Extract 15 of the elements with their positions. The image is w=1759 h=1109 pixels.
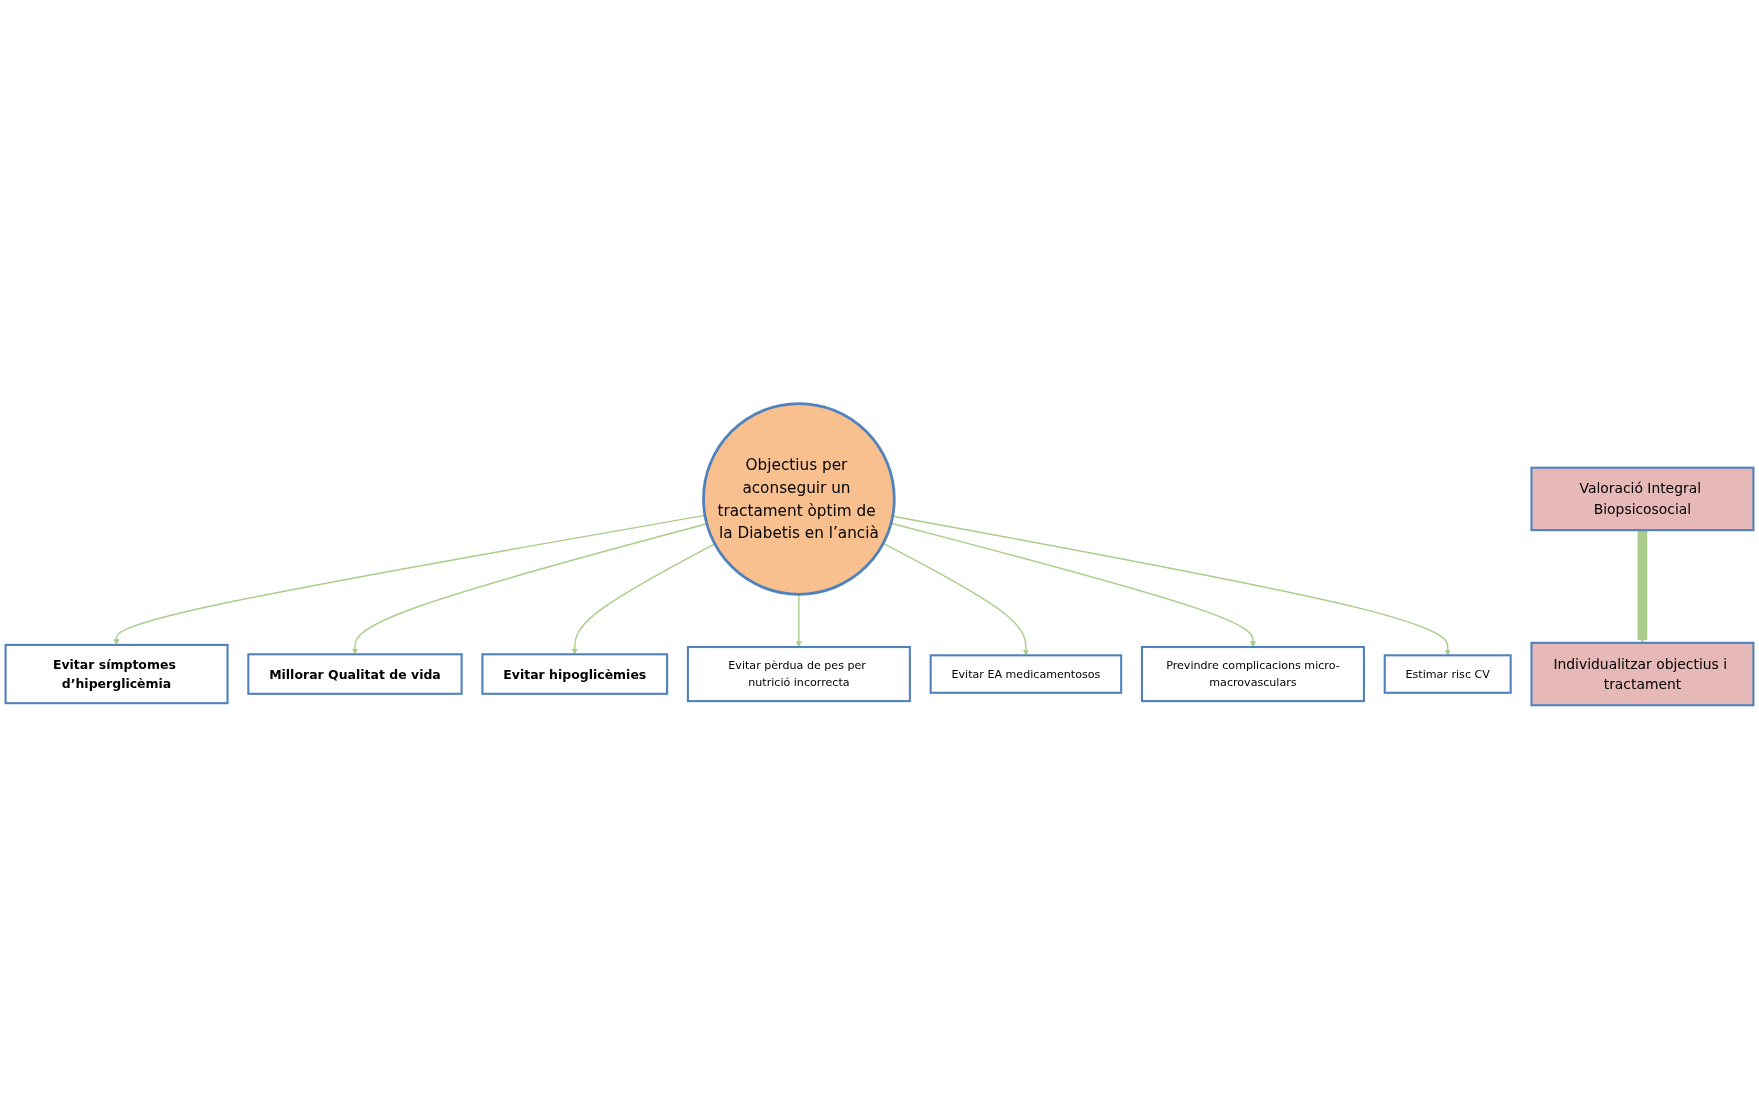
- arrow: [890, 522, 1256, 648]
- node-box: Evitar hipoglicèmies: [481, 653, 669, 695]
- arrow: [882, 542, 1029, 656]
- arrow: [891, 515, 1451, 656]
- arrow: [571, 543, 716, 655]
- node-box: Estimar risc CV: [1383, 654, 1512, 694]
- node-box: Valoració Integral Biopsicosocial: [1530, 466, 1755, 532]
- node-box: Previndre complicacions micro-macrovasculars: [1140, 646, 1365, 703]
- node-box: Millorar Qualitat de vida: [247, 653, 463, 695]
- node-box: Evitar símptomes d’hiperglicèmia: [4, 643, 229, 705]
- node-box: Individualitzar objectius i tractament: [1530, 641, 1755, 707]
- node-box: Evitar pèrdua de pes per nutrició incorrecta: [686, 646, 911, 703]
- node-circle: Objectius per aconseguir un tractament òptim de la Diabetis en l’ancià: [702, 402, 896, 596]
- node-box: Evitar EA medicamentosos: [929, 654, 1123, 694]
- arrow: [351, 523, 708, 655]
